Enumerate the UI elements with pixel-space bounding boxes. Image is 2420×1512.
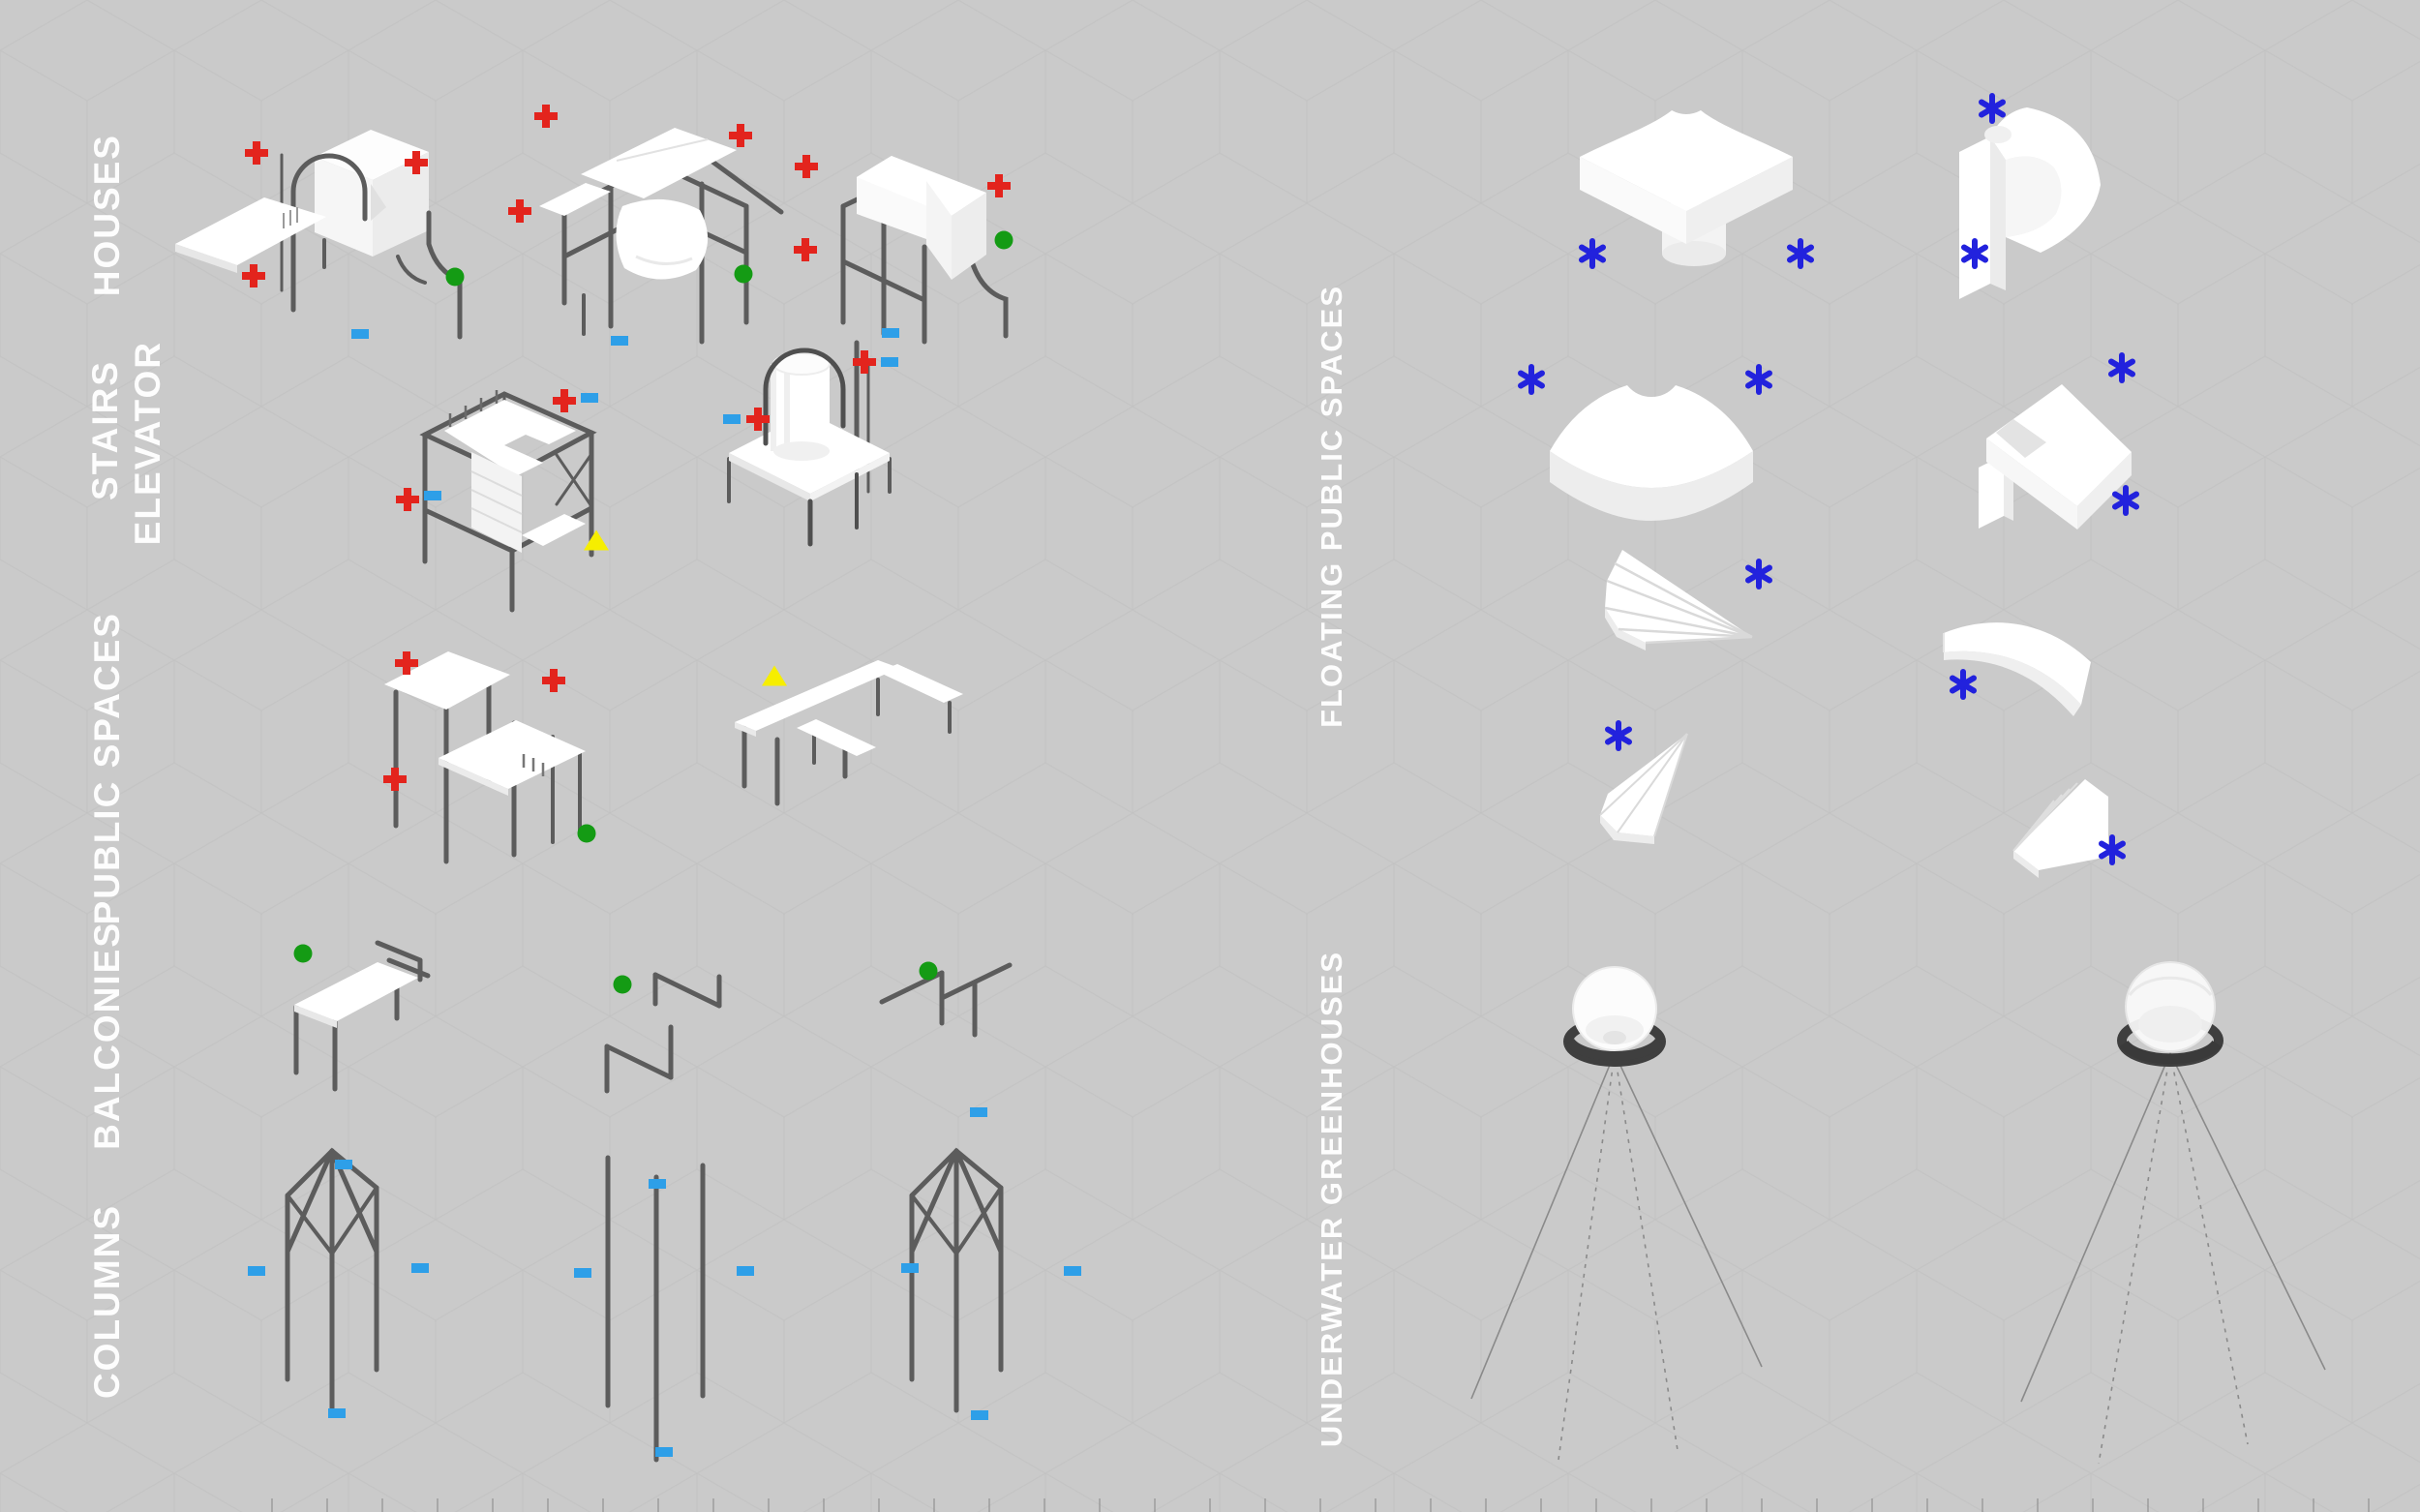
marker-dot [734,264,753,284]
figure-columns-1 [276,1137,407,1423]
marker-minus [611,336,628,346]
marker-plus [743,405,772,434]
marker-dot [919,961,938,981]
figure-public-space-2 [731,639,968,808]
marker-plus [726,121,755,150]
marker-asterisk [2110,485,2141,516]
marker-minus [411,1263,429,1273]
figure-greenhouse-1 [1447,949,1781,1476]
marker-dot [293,944,313,963]
marker-plus [380,765,409,794]
figure-house-1 [169,97,499,344]
marker-minus [655,1447,673,1457]
figure-floating-quarter-fan [1534,368,1767,547]
marker-minus [581,393,598,403]
figure-balcony-1 [281,929,440,1099]
section-label-floating-public-spaces: FLOATING PUBLIC SPACES [1315,285,1348,728]
marker-triangle [583,529,610,552]
figure-greenhouse-2 [2004,949,2343,1476]
marker-minus [737,1266,754,1276]
figure-floating-pleated-fan [1595,540,1765,654]
marker-plus [791,235,820,264]
marker-plus [239,261,268,290]
grid-bottom-ticks [271,1498,2420,1512]
marker-plus [550,386,579,415]
marker-minus [723,414,741,424]
marker-asterisk [1959,238,1990,269]
marker-dot [613,975,632,994]
figure-floating-p-block [1948,92,2117,305]
marker-dot [577,824,596,843]
marker-minus [901,1263,919,1273]
figure-balcony-3 [866,953,1036,1074]
section-label-columns: COLUMNS [87,1204,127,1400]
marker-asterisk [1603,720,1634,751]
marker-minus [335,1160,352,1169]
marker-minus [649,1179,666,1189]
marker-minus [351,329,369,339]
figure-floating-flag-block [1957,363,2146,561]
marker-minus [248,1266,265,1276]
figure-elevator [711,329,905,547]
section-label-elevator: ELEVATOR [128,341,167,546]
marker-minus [424,491,441,500]
figure-columns-2 [600,1152,711,1463]
section-label-balconies: BALCONIES [87,922,127,1150]
marker-minus [328,1408,346,1418]
marker-asterisk [2106,352,2137,383]
marker-minus [971,1410,988,1420]
figure-floating-curved-wedge [1938,612,2101,720]
figure-floating-slab-cylinder [1570,97,1802,286]
marker-plus [393,485,422,514]
marker-asterisk [1743,559,1774,590]
marker-asterisk [2097,834,2128,865]
marker-minus [574,1268,591,1278]
marker-asterisk [1516,364,1547,395]
marker-plus [392,649,421,678]
figure-house-3 [828,102,1021,345]
section-label-houses: HOUSES [87,134,127,297]
marker-minus [882,328,899,338]
marker-minus [881,357,898,367]
marker-asterisk [1743,364,1774,395]
marker-minus [1064,1266,1081,1276]
marker-plus [402,148,431,177]
marker-minus [970,1107,987,1117]
marker-plus [531,102,560,131]
section-label-underwater-greenhouses: UNDERWATER GREENHOUSES [1315,951,1348,1448]
figure-stairs [411,363,605,639]
figure-public-space-1 [382,634,600,864]
marker-asterisk [1785,238,1816,269]
section-label-stairs: STAIRS [85,360,125,500]
marker-dot [445,267,465,287]
marker-plus [539,666,568,695]
marker-plus [850,348,879,377]
marker-asterisk [1977,93,2008,124]
marker-dot [994,230,1013,250]
marker-asterisk [1948,669,1979,700]
marker-plus [505,197,534,226]
marker-plus [792,152,821,181]
figure-balcony-2 [595,963,736,1133]
figure-columns-3 [900,1137,1031,1423]
marker-plus [984,171,1013,200]
marker-asterisk [1577,238,1608,269]
section-label-public-spaces: PUBLIC SPACES [87,612,127,925]
marker-plus [242,138,271,167]
marker-triangle [761,665,788,687]
figure-floating-pleated-wedge [2000,768,2126,882]
figure-floating-cone-fan [1590,724,1716,848]
figure-house-2 [528,92,784,348]
